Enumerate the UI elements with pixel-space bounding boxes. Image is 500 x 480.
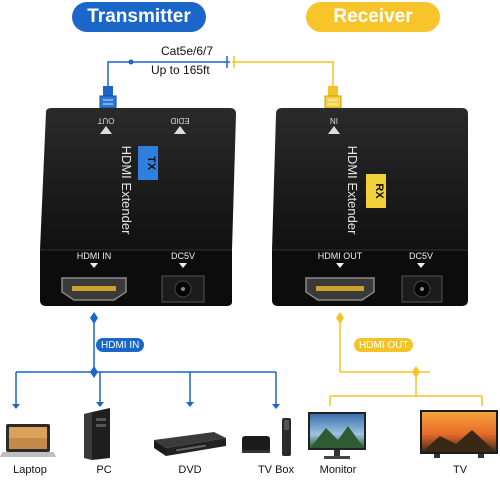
tx-dc-port-icon [161,275,205,303]
rj45-plug-tx-icon [99,86,117,109]
monitor-icon [308,412,366,459]
source-label-laptop: Laptop [13,464,47,476]
tx-badge [138,146,158,180]
display-label-tv: TV [452,464,468,476]
rx-badge [366,174,386,208]
source-label-pc: PC [96,464,112,476]
tx-power-port-label: DC5V [171,251,195,261]
rj45-plug-rx-icon [324,86,342,109]
source-label-tv-box: TV Box [257,464,295,476]
hdmi-out-tag: HDMI OUT [354,338,414,352]
tv-box-icon [242,418,291,456]
rx-power-port-label: DC5V [409,251,433,261]
rx-badge-label: RX [373,183,385,199]
rx-dc-port-icon [401,275,443,303]
cat-cable [99,56,342,109]
dvd-player-icon [154,432,226,456]
tx-hdmi-port-label: HDMI IN [77,251,112,261]
pc-tower-icon [84,408,110,460]
rx-in-port-label: IN [330,116,338,125]
tx-edid-label: EDID [170,116,189,125]
receiver-unit: IN HDMI Extender RX HDMI OUT DC5V [272,108,468,306]
rx-device-name: HDMI Extender [345,146,360,236]
source-connection-lines [15,318,277,404]
source-arrow-markers [12,312,280,409]
source-label-dvd: DVD [178,464,202,476]
receiver-title: Receiver [306,2,440,32]
hdmi-in-tag: HDMI IN [96,338,145,352]
laptop-icon [0,424,56,457]
cable-length-label: Up to 165ft [151,63,210,77]
display-arrow-markers [336,312,420,378]
display-label-monitor: Monitor [319,464,357,476]
tx-badge-label: TX [145,156,157,171]
rx-hdmi-port-icon [305,277,375,301]
display-connection-lines [329,318,483,406]
tx-hdmi-port-icon [61,277,127,301]
rx-hdmi-port-label: HDMI OUT [318,251,363,261]
tx-out-port-label: OUT [97,116,114,125]
transmitter-title: Transmitter [72,2,206,32]
tx-device-name: HDMI Extender [119,146,134,236]
cable-type-label: Cat5e/6/7 [161,44,214,58]
tv-icon [420,410,498,458]
transmitter-unit: OUT EDID HDMI Extender TX HDMI IN DC5V [40,108,236,306]
